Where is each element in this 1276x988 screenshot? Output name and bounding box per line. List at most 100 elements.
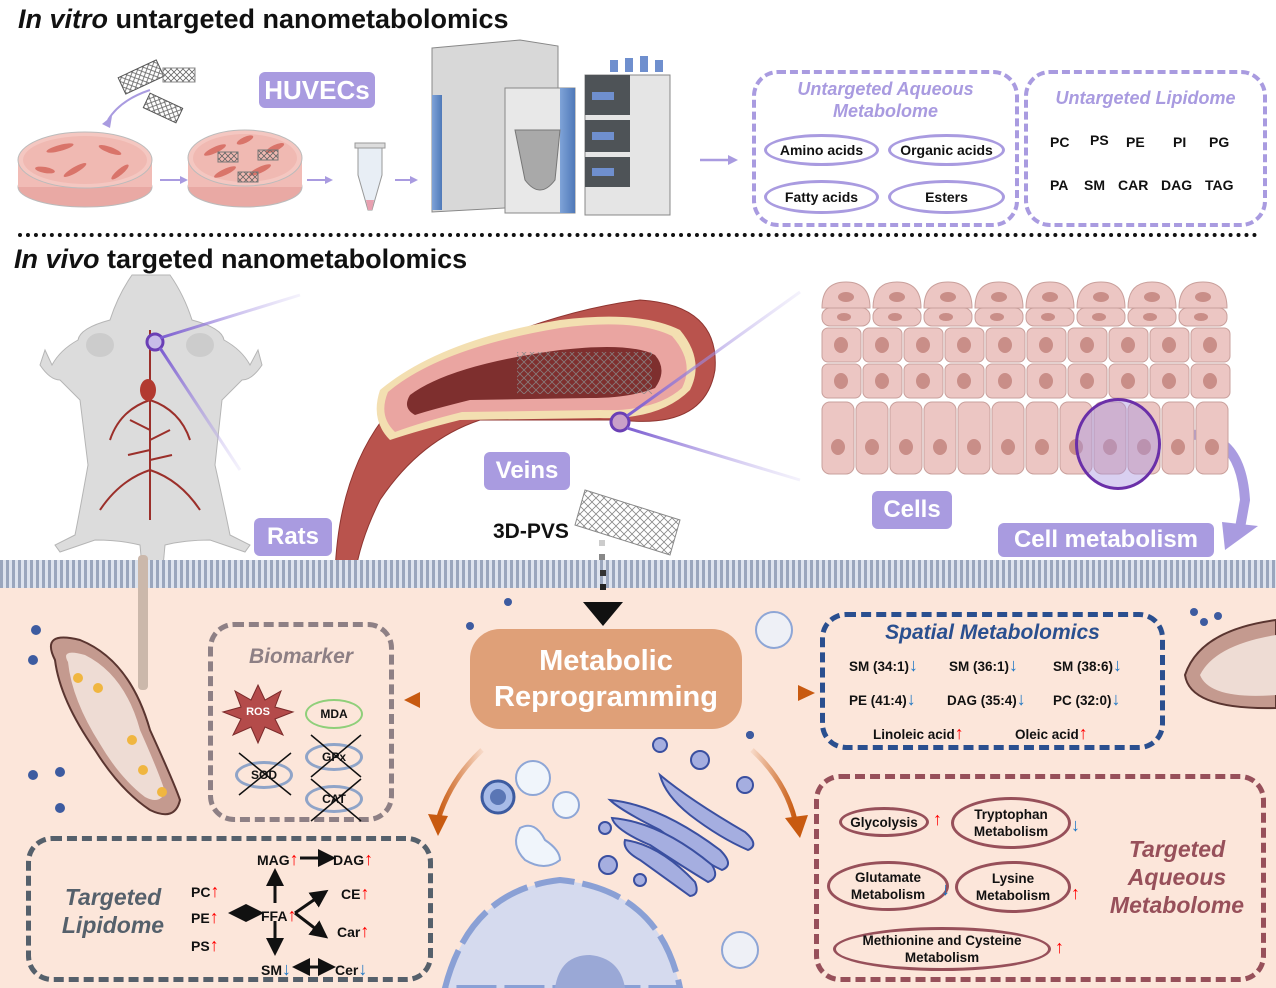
- in-vitro-title: In vitro untargeted nanometabolomics: [18, 4, 509, 35]
- lipid-node-label: MAG: [257, 852, 290, 868]
- petri-dish-icon: [17, 131, 153, 208]
- spatial-metabolite-label: SM (34:1): [849, 659, 910, 674]
- targeted-aqueous-title-line3: Metabolome: [1109, 892, 1245, 918]
- in-vivo-title-rest: targeted nanometabolomics: [99, 244, 468, 274]
- spatial-metabolite-label: SM (36:1): [949, 659, 1010, 674]
- pathway-label-line2: Metabolism: [975, 888, 1051, 903]
- pathway-label-line1: Glutamate: [854, 870, 922, 885]
- aqueous-item-fatty-acids: Fatty acids: [764, 180, 879, 214]
- in-vitro-illustration: [17, 39, 738, 216]
- cell-membrane: [0, 560, 1276, 588]
- down-arrow-icon: ↓: [909, 655, 919, 675]
- lipid-node-label: FFA: [261, 908, 288, 924]
- untargeted-aqueous-title: Untargeted Aqueous Metabolome: [756, 78, 1015, 122]
- up-arrow-icon: ↑: [954, 723, 964, 743]
- spatial-metabolite: Oleic acid↑: [1015, 723, 1088, 744]
- up-arrow-icon: ↑: [1055, 937, 1064, 957]
- down-arrow-icon: ↓: [1113, 655, 1123, 675]
- lipid-class: PI: [1173, 134, 1187, 150]
- down-arrow-icon: ↓: [358, 959, 368, 979]
- mitochondrion-icon: [1183, 618, 1276, 710]
- down-arrow-icon: ↓: [906, 689, 916, 709]
- zoom-line: [159, 293, 301, 340]
- mda-oval: MDA: [305, 699, 363, 729]
- lipid-node-label: CE: [341, 886, 361, 902]
- untargeted-aqueous-box: Untargeted Aqueous Metabolome Amino acid…: [752, 70, 1019, 227]
- organelles-illustration: [28, 570, 1276, 988]
- pathway-label-line2: Metabolism: [904, 950, 980, 965]
- spatial-metabolite-label: PC (32:0): [1053, 693, 1112, 708]
- lipid-node-ps: PS↑: [191, 935, 219, 956]
- pathway-label-line1: Glycolysis: [850, 814, 918, 830]
- lipid-node-label: PC: [191, 884, 211, 900]
- spatial-metabolite-label: Oleic acid: [1015, 727, 1079, 742]
- cells-tag: Cells: [872, 491, 952, 529]
- in-vivo-illustration: [39, 274, 1258, 601]
- lipid-class: PA: [1050, 177, 1069, 193]
- curved-arrow-icon: [107, 89, 151, 121]
- spatial-title: Spatial Metabolomics: [885, 621, 1100, 644]
- in-vitro-title-rest: untargeted nanometabolomics: [108, 4, 509, 34]
- lipid-class: CAR: [1118, 177, 1149, 193]
- down-arrow-icon: ↓: [1071, 815, 1080, 835]
- spatial-metabolomics-box: Spatial Metabolomics SM (34:1)↓SM (36:1)…: [820, 612, 1165, 750]
- selection-circle: [1075, 398, 1161, 490]
- biomarker-title: Biomarker: [249, 645, 353, 668]
- down-arrow-icon: ↓: [941, 879, 950, 899]
- up-arrow-icon: ↑: [209, 935, 219, 955]
- untargeted-aqueous-title-line1: Untargeted Aqueous: [797, 79, 974, 99]
- lipid-class: TAG: [1205, 177, 1234, 193]
- pathway-label-line2: Metabolism: [850, 887, 926, 902]
- up-arrow-icon: ↑: [289, 849, 299, 869]
- lipid-class: PS: [1090, 132, 1109, 148]
- lipid-class: PE: [1126, 134, 1145, 150]
- ros-label: ROS: [246, 706, 270, 718]
- zoom-line: [158, 347, 242, 471]
- lipid-node-cer: Cer↓: [335, 959, 367, 980]
- down-arrow-icon: ↓: [1016, 689, 1026, 709]
- lipid-node-label: Cer: [335, 962, 359, 978]
- spatial-metabolite: SM (36:1)↓: [949, 655, 1018, 676]
- metabolic-reprogramming-box: Metabolic Reprogramming: [470, 629, 742, 729]
- spatial-metabolite: SM (38:6)↓: [1053, 655, 1122, 676]
- up-arrow-icon: ↑: [360, 883, 370, 903]
- lc-ms-instrument-icon: [431, 39, 671, 216]
- aqueous-item-amino-acids: Amino acids: [764, 134, 879, 166]
- lipid-class: PG: [1209, 134, 1230, 150]
- spatial-metabolite-label: DAG (35:4): [947, 693, 1017, 708]
- down-arrow-head: [583, 602, 623, 626]
- untargeted-lipidome-title: Untargeted Lipidome: [1055, 88, 1236, 108]
- arrow-to-targeted-lipidome: [435, 748, 484, 821]
- spatial-metabolite: DAG (35:4)↓: [947, 689, 1026, 710]
- center-title-line2: Reprogramming: [494, 681, 718, 713]
- up-arrow-icon: ↑: [209, 907, 219, 927]
- section-divider: [18, 233, 1258, 237]
- lipid-node-ffa: FFA↑: [261, 905, 296, 926]
- arrow-to-targeted-aqueous: [750, 748, 798, 821]
- up-arrow-icon: ↑: [210, 881, 220, 901]
- lipid-node-sm: SM↓: [261, 959, 291, 980]
- spatial-metabolite: Linoleic acid↑: [873, 723, 964, 744]
- spatial-metabolite: PE (41:4)↓: [849, 689, 916, 710]
- lipid-node-dag: DAG↑: [333, 849, 373, 870]
- pathway-label-line1: Lysine: [991, 871, 1035, 886]
- up-arrow-icon: ↑: [360, 921, 370, 941]
- cell-metabolism-tag: Cell metabolism: [998, 523, 1214, 557]
- targeted-aqueous-title: Targeted Aqueous Metabolome: [1107, 835, 1247, 919]
- down-arrow-icon: ↓: [1111, 689, 1121, 709]
- lipid-node-label: PE: [191, 910, 210, 926]
- spatial-metabolite-label: PE (41:4): [849, 693, 907, 708]
- lipid-pathway-arrows: [228, 849, 336, 976]
- targeted-lipidome-title-line1: Targeted: [64, 884, 162, 910]
- rat-icon: [39, 274, 263, 601]
- targeted-aqueous-title-line1: Targeted: [1128, 836, 1226, 862]
- targeted-aqueous-title-line2: Aqueous: [1127, 864, 1227, 890]
- lipid-node-pe: PE↑: [191, 907, 219, 928]
- up-arrow-icon: ↑: [1078, 723, 1088, 743]
- targeted-lipidome-box: Targeted Lipidome PC↑PE↑PS↑FFA↑MAG↑DAG↑C…: [26, 836, 433, 982]
- untargeted-aqueous-title-line2: Metabolome: [832, 101, 938, 121]
- in-vitro-title-italic: In vitro: [18, 4, 109, 34]
